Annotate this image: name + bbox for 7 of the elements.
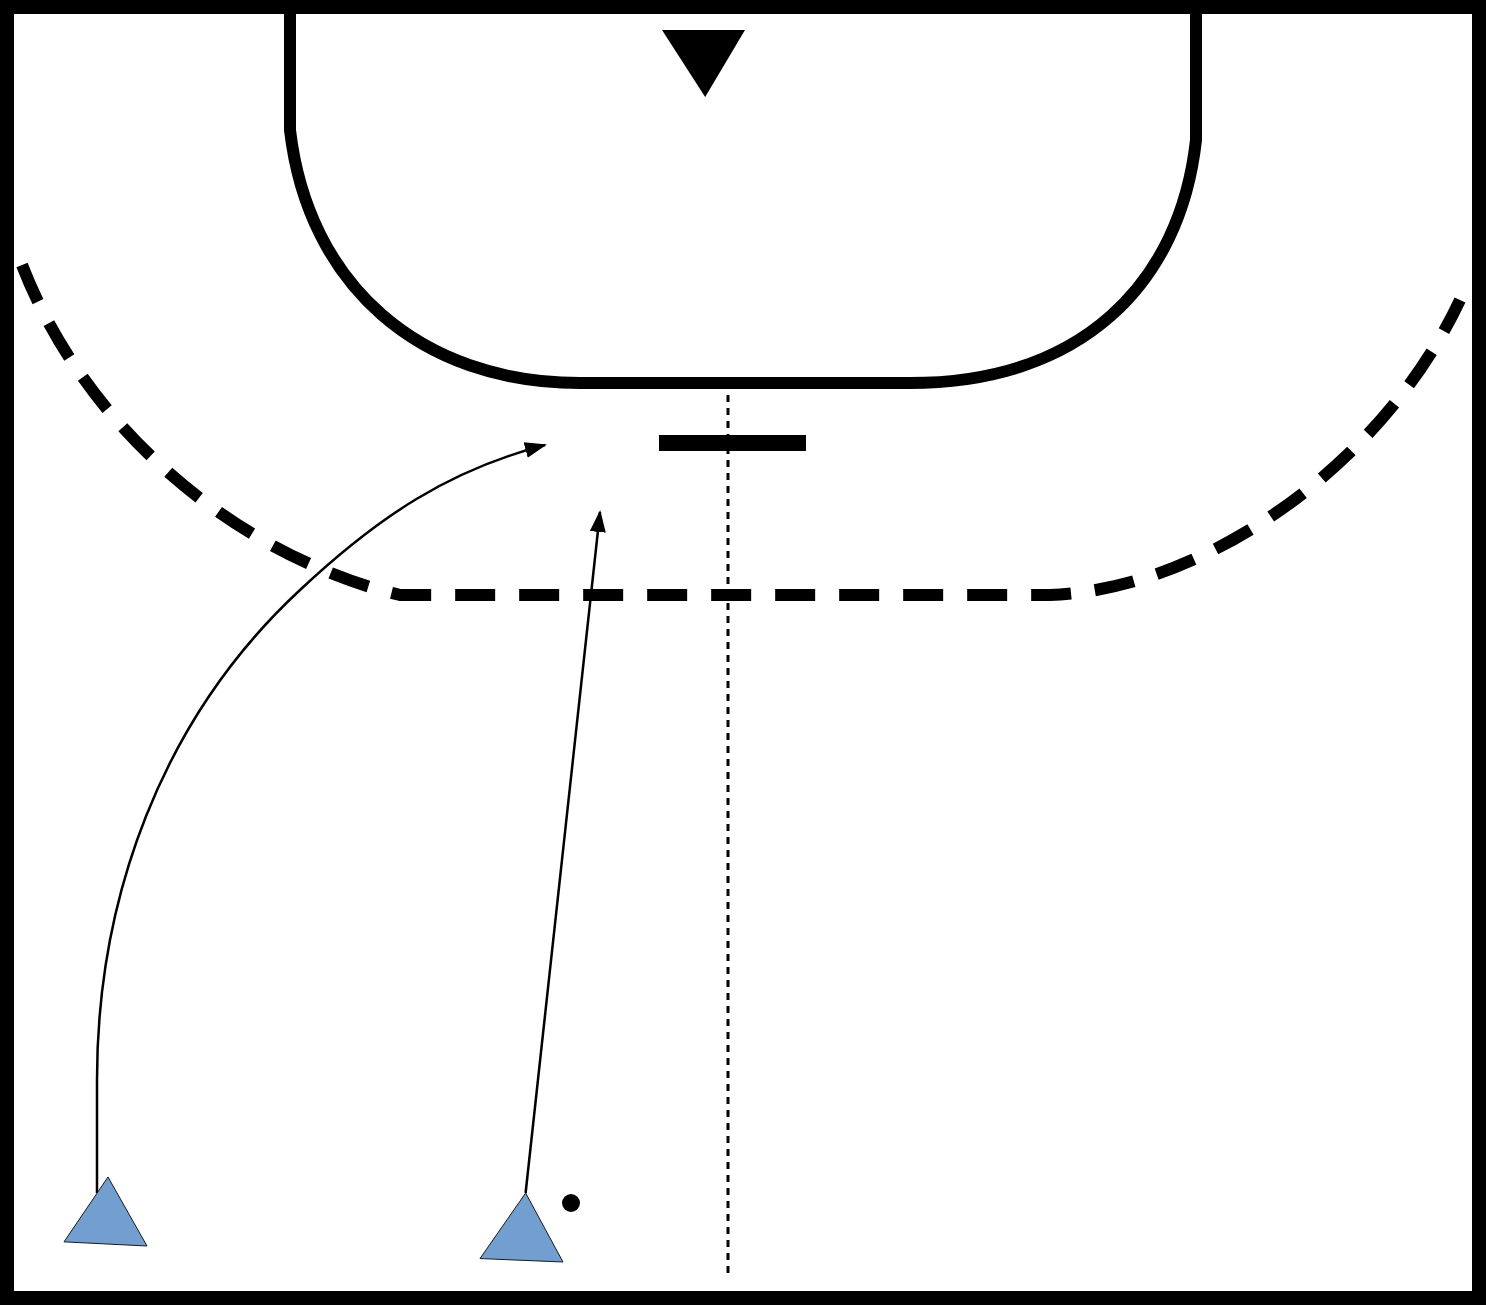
curved-arrow [95,442,547,1193]
ball-icon [562,1194,580,1212]
goalkeeper-triangle-icon [662,30,745,97]
player-triangle-icon [64,1177,147,1246]
straight-arrow [524,510,606,1194]
defender-bar-icon [659,435,806,451]
player-triangle-icon [480,1193,563,1262]
